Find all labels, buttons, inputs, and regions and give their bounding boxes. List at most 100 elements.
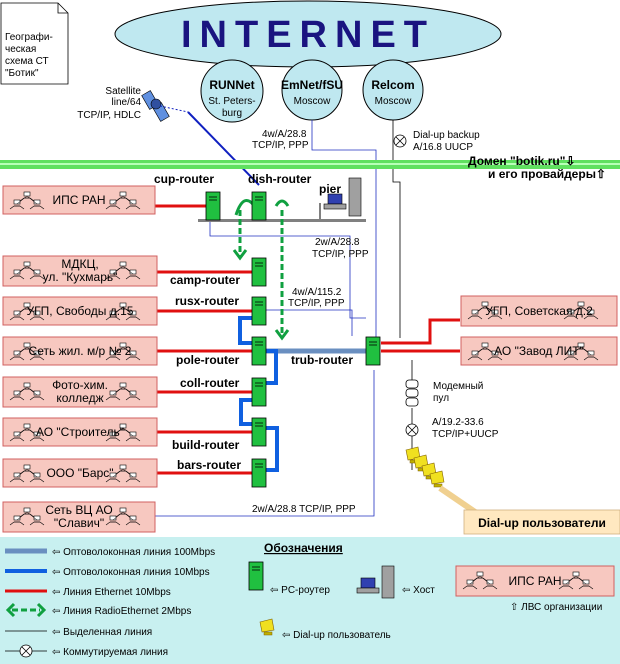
legend-lan-caption: ⇧ ЛВС организации: [510, 602, 602, 613]
domain-label-2: и его провайдеры⇧: [488, 167, 606, 181]
legend-host-icon: [356, 565, 395, 599]
provider-emnet-name: EmNet/fSU: [281, 78, 343, 92]
pole-router-label: pole-router: [176, 353, 240, 367]
emnet-link-label-1: 4w/A/28.8: [262, 129, 307, 140]
provider-relcom-city: Moscow: [375, 96, 412, 107]
legend-leased: ⇦ Выделенная линия: [52, 627, 152, 638]
provider-runnet-city-1: St. Peters-: [208, 96, 255, 107]
lan-slavich-label-2: "Славич": [54, 516, 104, 530]
dish-router-icon: [251, 191, 267, 221]
modem-pool-label-1: Модемный: [433, 381, 483, 392]
pole-router-icon: [251, 336, 267, 366]
satellite-link: [187, 111, 260, 186]
relcom-link-label-1: Dial-up backup: [413, 130, 480, 141]
legend-pc-router: ⇦ PC-роутер: [270, 585, 330, 596]
lan-ugp-svobody-label: УГП, Свободы д.15: [27, 304, 134, 318]
legend-lan-box: ИПС РАН: [455, 565, 615, 597]
legend-fiber100: ⇦ Оптоволоконная линия 100Mbps: [52, 547, 215, 558]
internet-title: INTERNET: [181, 14, 435, 56]
legend-radio: ⇦ Линия RadioEthernet 2Mbps: [52, 606, 191, 617]
legend-host: ⇦ Хост: [402, 585, 435, 596]
lan-slavich-label-1: Сеть ВЦ АО: [45, 503, 112, 517]
lan-ips-ran-label: ИПС РАН: [52, 193, 105, 207]
lan-ips-ran: ИПС РАН: [2, 185, 156, 215]
map-note-line-2: ческая: [5, 44, 36, 55]
lan-mdkc: МДКЦ, ул. "Кухмарь": [2, 255, 158, 287]
map-note-line-1: Географи-: [5, 31, 53, 43]
relcom-dialup-line: [392, 120, 401, 338]
eth-trub-sovet: [381, 318, 460, 345]
coll-router-icon: [251, 377, 267, 407]
camp-leased-line: [209, 222, 366, 319]
emnet-link-label-2: TCP/IP, PPP: [252, 140, 309, 151]
slavich-link-label: 2w/A/28.8 TCP/IP, PPP: [252, 504, 356, 515]
cup-router-label: cup-router: [154, 172, 214, 186]
dialin-label-2: TCP/IP+UUCP: [432, 429, 499, 440]
domain-label-1: Домен "botik.ru"⇩: [468, 154, 575, 168]
legend-dialup-user: ⇦ Dial-up пользователь: [282, 630, 391, 641]
legend-dialup-line: ⇦ Коммутируемая линия: [52, 647, 168, 658]
dialin-label-1: A/19.2-33.6: [432, 417, 484, 428]
emnet-leased-line: [311, 120, 377, 338]
build-router-icon: [251, 417, 267, 447]
lan-net-mr2-label: Сеть жил. м/р № 2: [29, 344, 132, 358]
lan-photo-college-label-2: колледж: [56, 391, 103, 405]
slavich-leased-line: [155, 370, 375, 517]
rusx-leased-line: [266, 309, 353, 336]
legend-title: Обозначения: [264, 541, 343, 555]
pier-label: pier: [319, 182, 341, 196]
fiber10-coll-build: [239, 398, 252, 426]
lan-zavod-lit: АО "Завод ЛИТ": [460, 336, 618, 366]
legend-ethernet: ⇦ Линия Ethernet 10Mbps: [52, 587, 171, 598]
lan-stroitel: АО "Строитель": [2, 417, 158, 447]
dish-router-label: dish-router: [248, 172, 312, 186]
legend-panel: [0, 537, 620, 664]
legend-lan-name: ИПС РАН: [508, 574, 561, 588]
lan-photo-college-label-1: Фото-хим.: [52, 378, 108, 392]
lan-ugp-sovetskaya: УГП, Советская д.2: [460, 295, 618, 327]
satellite-icon: [141, 90, 170, 122]
camp-router-label: camp-router: [170, 273, 240, 287]
provider-relcom-name: Relcom: [371, 78, 414, 92]
rusx-router-icon: [251, 296, 267, 326]
dialup-users-box: [463, 509, 620, 535]
camp-router-icon: [251, 257, 267, 287]
rusx-link-label-1: 4w/A/115.2: [292, 287, 342, 298]
lan-net-mr2: Сеть жил. м/р № 2: [2, 336, 158, 366]
camp-link-label-2: TCP/IP, PPP: [312, 249, 369, 260]
map-note-line-3: схема СТ: [5, 56, 49, 67]
provider-emnet-city: Moscow: [294, 96, 331, 107]
modem-pool-label-2: пул: [433, 393, 449, 404]
satellite-label-1: Satellite: [105, 86, 141, 97]
lan-ugp-sovetskaya-label: УГП, Советская д.2: [485, 304, 593, 318]
legend-router-icon: [248, 561, 264, 591]
legend-fiber10: ⇦ Оптоволоконная линия 10Mbps: [52, 567, 210, 578]
relcom-link-label-2: A/16.8 UUCP: [413, 142, 473, 153]
fiber10-build-bars: [266, 426, 279, 472]
map-note-line-4: "Ботик": [5, 68, 39, 79]
trub-router-label: trub-router: [291, 353, 353, 367]
satellite-label-3: TCP/IP, HDLC: [77, 110, 141, 121]
lan-slavich: Сеть ВЦ АО "Славич": [2, 501, 156, 533]
dialup-users-label: Dial-up пользователи: [478, 516, 606, 530]
bars-router-label: bars-router: [177, 458, 241, 472]
lan-mdkc-label-1: МДКЦ,: [61, 257, 98, 271]
build-router-label: build-router: [172, 438, 240, 452]
trub-router-icon: [365, 336, 381, 366]
coll-router-label: coll-router: [180, 376, 240, 390]
lan-photo-college: Фото-хим. колледж: [2, 376, 158, 408]
provider-runnet-city-2: burg: [222, 108, 242, 119]
lan-zavod-lit-label: АО "Завод ЛИТ": [494, 344, 584, 358]
modem-pool-icon: [405, 379, 419, 407]
lan-bars: ООО "Барс": [2, 458, 158, 488]
map-note: [0, 2, 69, 85]
lan-stroitel-label: АО "Строитель": [36, 425, 124, 439]
satellite-label-2: line/64: [112, 97, 142, 108]
rusx-router-label: rusx-router: [175, 294, 239, 308]
camp-link-label-1: 2w/A/28.8: [315, 237, 360, 248]
lan-mdkc-label-2: ул. "Кухмарь": [43, 270, 118, 284]
pier-host-icon: [323, 177, 362, 217]
rusx-link-label-2: TCP/IP, PPP: [288, 298, 345, 309]
fiber10-rusx-pole: [238, 316, 252, 345]
